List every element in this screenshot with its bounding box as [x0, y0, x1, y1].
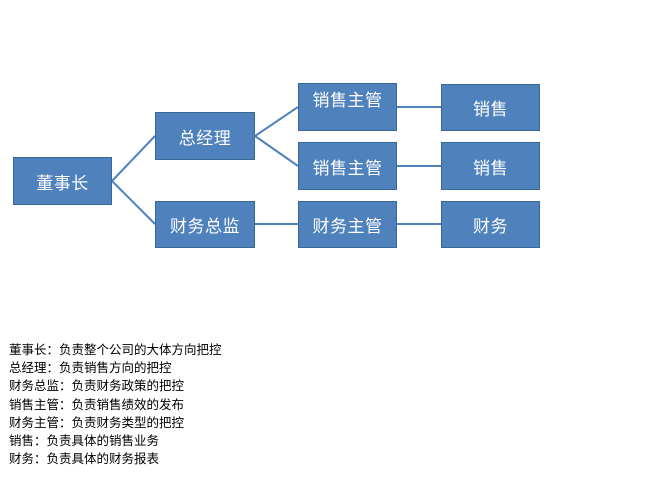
node-chairman: 董事长 — [13, 157, 112, 205]
description-finance-manager: 财务主管：负责财务类型的把控 — [9, 414, 185, 430]
node-sales-2-label: 销售 — [473, 158, 508, 179]
node-sales-manager-2: 销售主管 — [298, 142, 397, 190]
node-sales-manager-2-label: 销售主管 — [312, 158, 383, 179]
connector-chairman-cfo — [111, 180, 156, 225]
connector-gm-sm2 — [254, 135, 299, 167]
node-finance-director: 财务总监 — [155, 201, 255, 248]
description-finance-director: 财务总监：负责财务政策的把控 — [9, 378, 185, 394]
node-finance: 财务 — [441, 201, 540, 248]
node-sales-1: 销售 — [441, 84, 540, 131]
node-general-manager-label: 总经理 — [178, 128, 232, 149]
node-sales-manager-1-label: 销售主管 — [312, 91, 383, 111]
node-sales-1-label: 销售 — [473, 100, 508, 120]
node-finance-manager-label: 财务主管 — [312, 217, 383, 237]
description-finance: 财务：负责具体的财务报表 — [9, 451, 160, 467]
connector-chairman-gm — [111, 135, 156, 182]
description-general-manager: 总经理：负责销售方向的把控 — [9, 360, 172, 376]
node-finance-director-label: 财务总监 — [170, 217, 240, 237]
connector-gm-sm1 — [254, 106, 299, 137]
node-chairman-label: 董事长 — [36, 173, 89, 194]
node-sales-2: 销售 — [441, 142, 540, 190]
node-general-manager: 总经理 — [155, 112, 255, 160]
role-descriptions: 董事长：负责整个公司的大体方向把控 总经理：负责销售方向的把控 财务总监：负责财… — [9, 341, 222, 468]
description-chairman: 董事长：负责整个公司的大体方向把控 — [9, 342, 222, 357]
description-sales: 销售：负责具体的销售业务 — [9, 433, 160, 449]
node-sales-manager-1: 销售主管 — [298, 83, 397, 131]
description-sales-manager: 销售主管：负责销售绩效的发布 — [9, 396, 185, 412]
node-finance-label: 财务 — [473, 217, 508, 237]
node-finance-manager: 财务主管 — [298, 201, 397, 248]
